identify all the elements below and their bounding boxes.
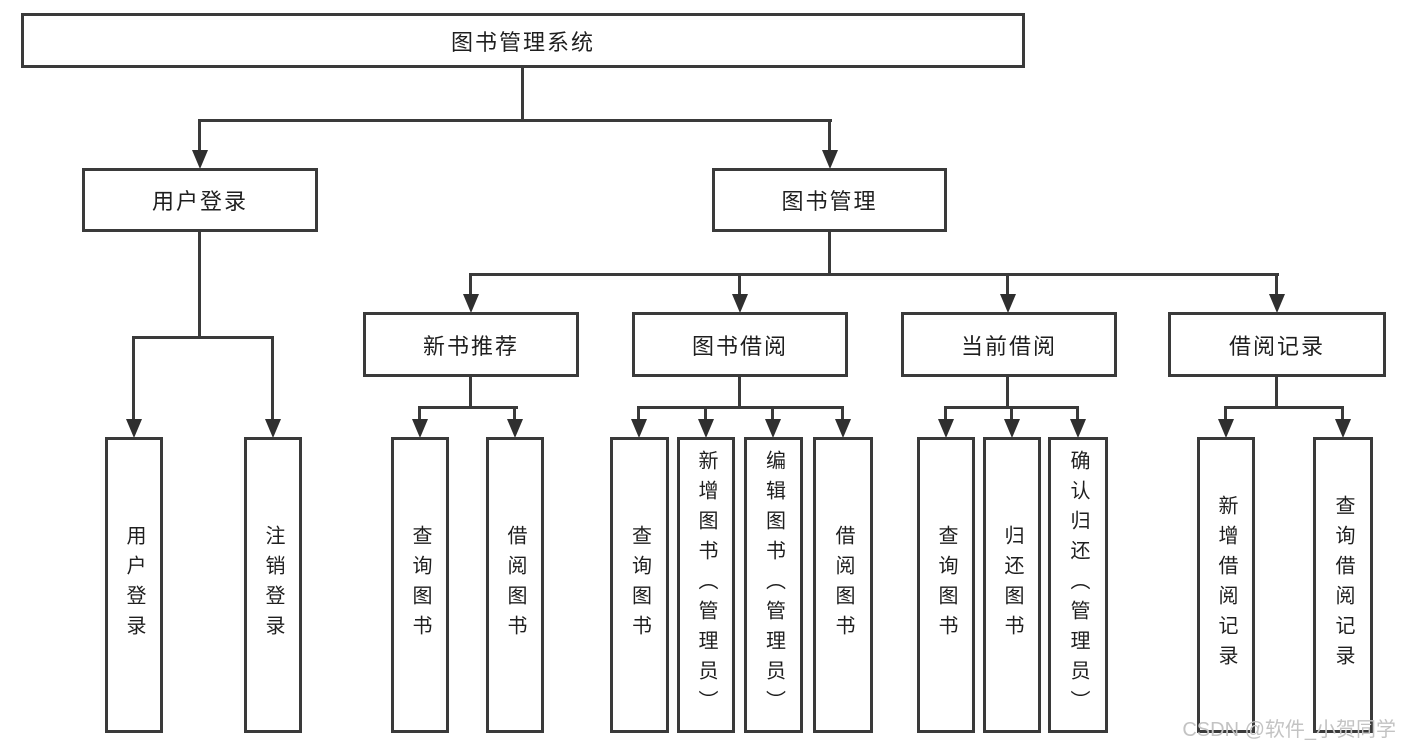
arrowhead-down <box>938 419 954 438</box>
arrowhead-down <box>265 419 281 438</box>
arrowhead-down <box>126 419 142 438</box>
connector-line <box>521 68 524 119</box>
node-system-title: 图书管理系统 <box>21 13 1025 68</box>
connector-line <box>271 336 274 420</box>
leaf-current-confirm-return-admin: 确认归还（管理员） <box>1048 437 1108 733</box>
connector-line <box>738 273 741 295</box>
connector-line <box>418 406 421 420</box>
arrowhead-down <box>1004 419 1020 438</box>
connector-line <box>1224 406 1227 420</box>
leaf-borrow-add-books-admin: 新增图书（管理员） <box>677 437 735 733</box>
leaf-record-query-borrow-record: 查询借阅记录 <box>1313 437 1373 733</box>
leaf-logout: 注销登录 <box>244 437 302 733</box>
connector-line <box>418 406 518 409</box>
arrowhead-down <box>835 419 851 438</box>
connector-line <box>1010 406 1013 420</box>
leaf-newbook-query-books: 查询图书 <box>391 437 449 733</box>
connector-line <box>841 406 844 420</box>
node-current-borrow: 当前借阅 <box>901 312 1117 377</box>
node-new-book-recommend: 新书推荐 <box>363 312 579 377</box>
connector-line <box>1275 377 1278 406</box>
leaf-borrow-borrow-books: 借阅图书 <box>813 437 873 733</box>
arrowhead-down <box>1335 419 1351 438</box>
leaf-record-add-borrow-record: 新增借阅记录 <box>1197 437 1255 733</box>
connector-line <box>513 406 516 420</box>
connector-line <box>1006 377 1009 406</box>
arrowhead-down <box>412 419 428 438</box>
leaf-borrow-edit-books-admin: 编辑图书（管理员） <box>744 437 803 733</box>
arrowhead-down <box>1269 294 1285 313</box>
arrowhead-down <box>698 419 714 438</box>
connector-line <box>738 377 741 406</box>
connector-line <box>198 119 201 152</box>
connector-line <box>828 232 831 273</box>
node-book-management: 图书管理 <box>712 168 947 232</box>
arrowhead-down <box>765 419 781 438</box>
leaf-current-query-books: 查询图书 <box>917 437 975 733</box>
leaf-borrow-query-books: 查询图书 <box>610 437 669 733</box>
csdn-watermark: CSDN @软件_小贺同学 <box>1182 719 1396 741</box>
connector-line <box>132 336 135 420</box>
connector-line <box>771 406 774 420</box>
connector-line <box>1224 406 1344 409</box>
node-borrow-record: 借阅记录 <box>1168 312 1386 377</box>
node-user-login: 用户登录 <box>82 168 318 232</box>
arrowhead-down <box>732 294 748 313</box>
arrowhead-down <box>1070 419 1086 438</box>
arrowhead-down <box>463 294 479 313</box>
arrowhead-down <box>822 150 838 169</box>
leaf-newbook-borrow-books: 借阅图书 <box>486 437 544 733</box>
connector-line <box>828 119 831 152</box>
connector-line <box>198 232 201 336</box>
arrowhead-down <box>1000 294 1016 313</box>
connector-line <box>1076 406 1079 420</box>
connector-line <box>1341 406 1344 420</box>
connector-line <box>637 406 844 409</box>
connector-line <box>1006 273 1009 295</box>
connector-line <box>469 273 1279 276</box>
leaf-current-return-books: 归还图书 <box>983 437 1041 733</box>
connector-line <box>637 406 640 420</box>
arrowhead-down <box>631 419 647 438</box>
leaf-user-login: 用户登录 <box>105 437 163 733</box>
connector-line <box>469 273 472 295</box>
connector-line <box>1275 273 1278 295</box>
connector-line <box>132 336 274 339</box>
connector-line <box>198 119 832 122</box>
connector-line <box>944 406 947 420</box>
arrowhead-down <box>1218 419 1234 438</box>
arrowhead-down <box>507 419 523 438</box>
connector-line <box>469 377 472 406</box>
connector-line <box>704 406 707 420</box>
arrowhead-down <box>192 150 208 169</box>
node-book-borrow: 图书借阅 <box>632 312 848 377</box>
